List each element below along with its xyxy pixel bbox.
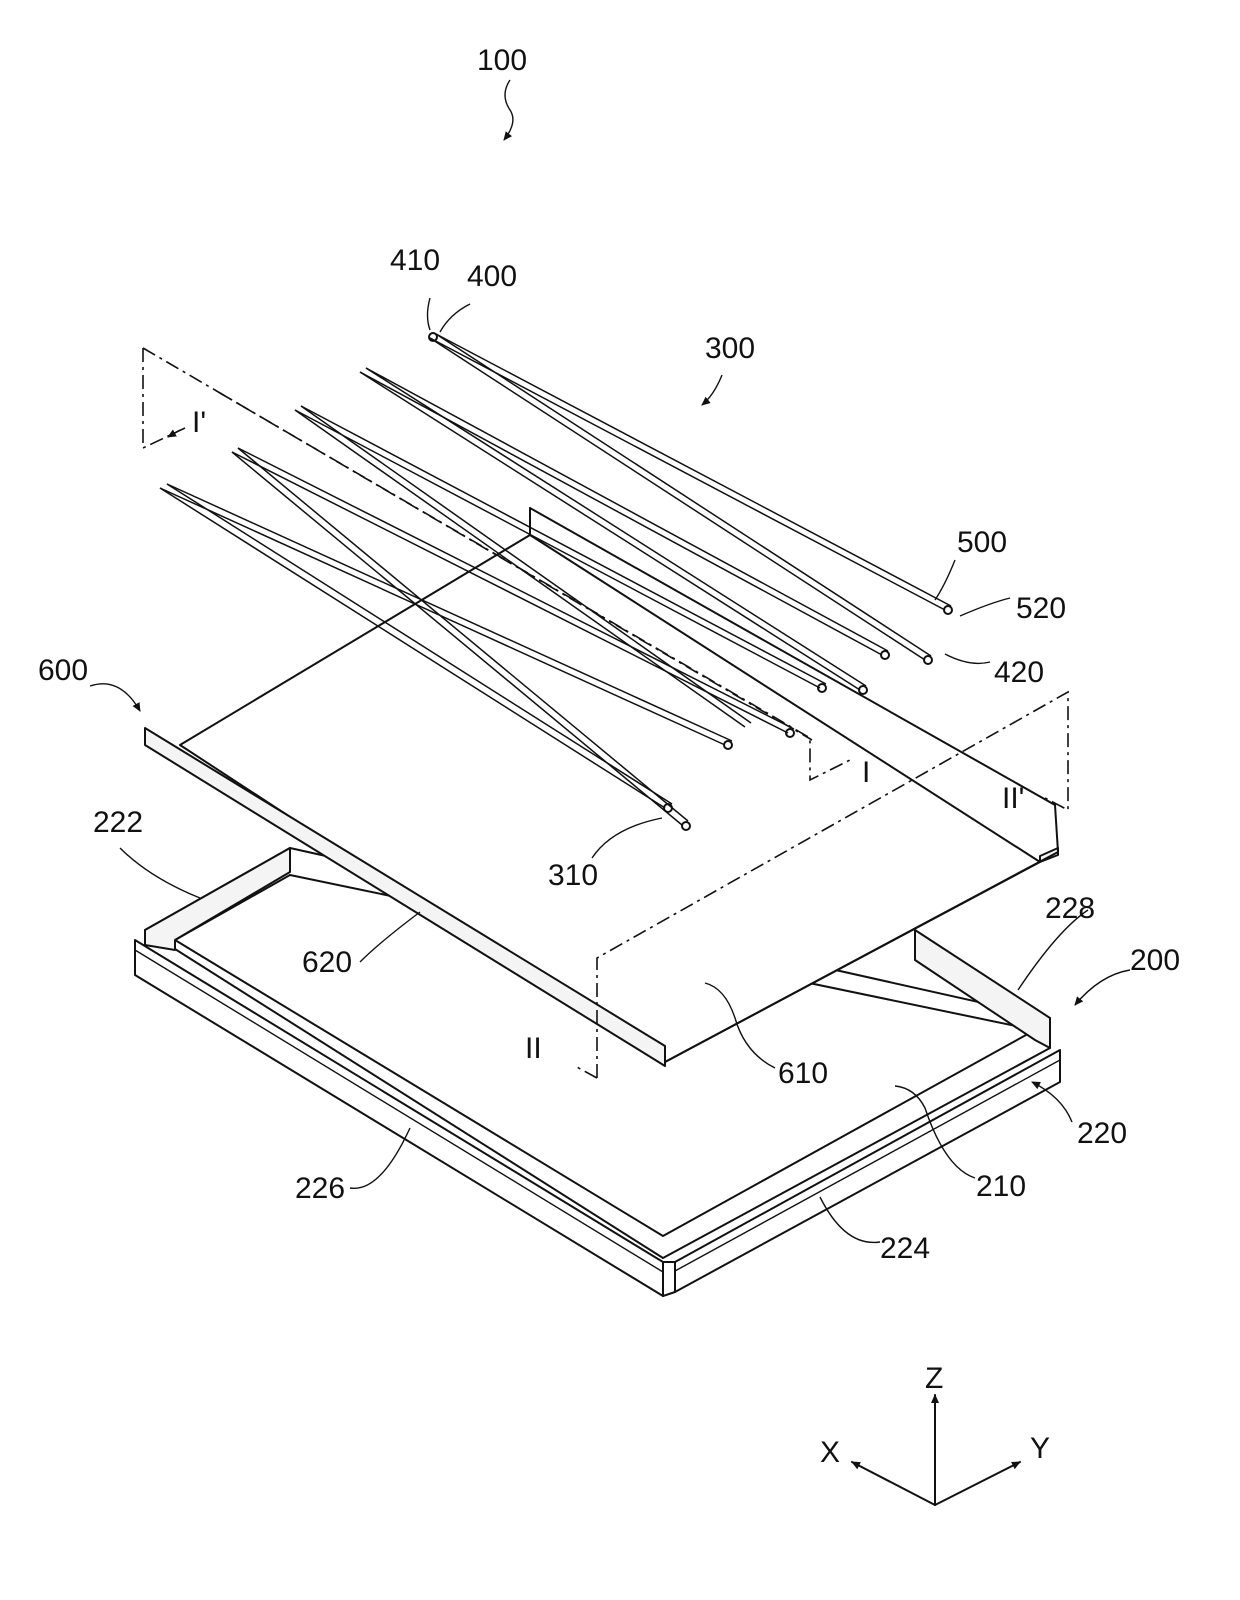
label-410: 410 [390,244,440,277]
label-200: 200 [1130,944,1180,977]
label-228: 228 [1045,892,1095,925]
section-plane-I [143,348,185,448]
section-label-I: I [862,756,870,789]
label-420: 420 [994,656,1044,689]
label-620: 620 [302,946,352,979]
axis-label-y: Y [1030,1432,1050,1465]
label-220: 220 [1077,1117,1127,1150]
section-label-I-prime: I' [192,406,206,439]
label-224: 224 [880,1232,930,1265]
label-222: 222 [93,806,143,839]
label-310: 310 [548,859,598,892]
label-300: 300 [705,332,755,365]
label-226: 226 [295,1172,345,1205]
section-label-II-prime: II' [1002,782,1024,815]
label-600: 600 [38,654,88,687]
label-100: 100 [477,44,527,77]
label-610: 610 [778,1057,828,1090]
axis-label-z: Z [925,1362,943,1395]
label-520: 520 [1016,592,1066,625]
label-400: 400 [467,260,517,293]
axis-label-x: X [820,1436,840,1469]
label-500: 500 [957,526,1007,559]
label-210: 210 [976,1170,1026,1203]
section-label-II: II [525,1032,542,1065]
axis-symbol [852,1395,1020,1505]
